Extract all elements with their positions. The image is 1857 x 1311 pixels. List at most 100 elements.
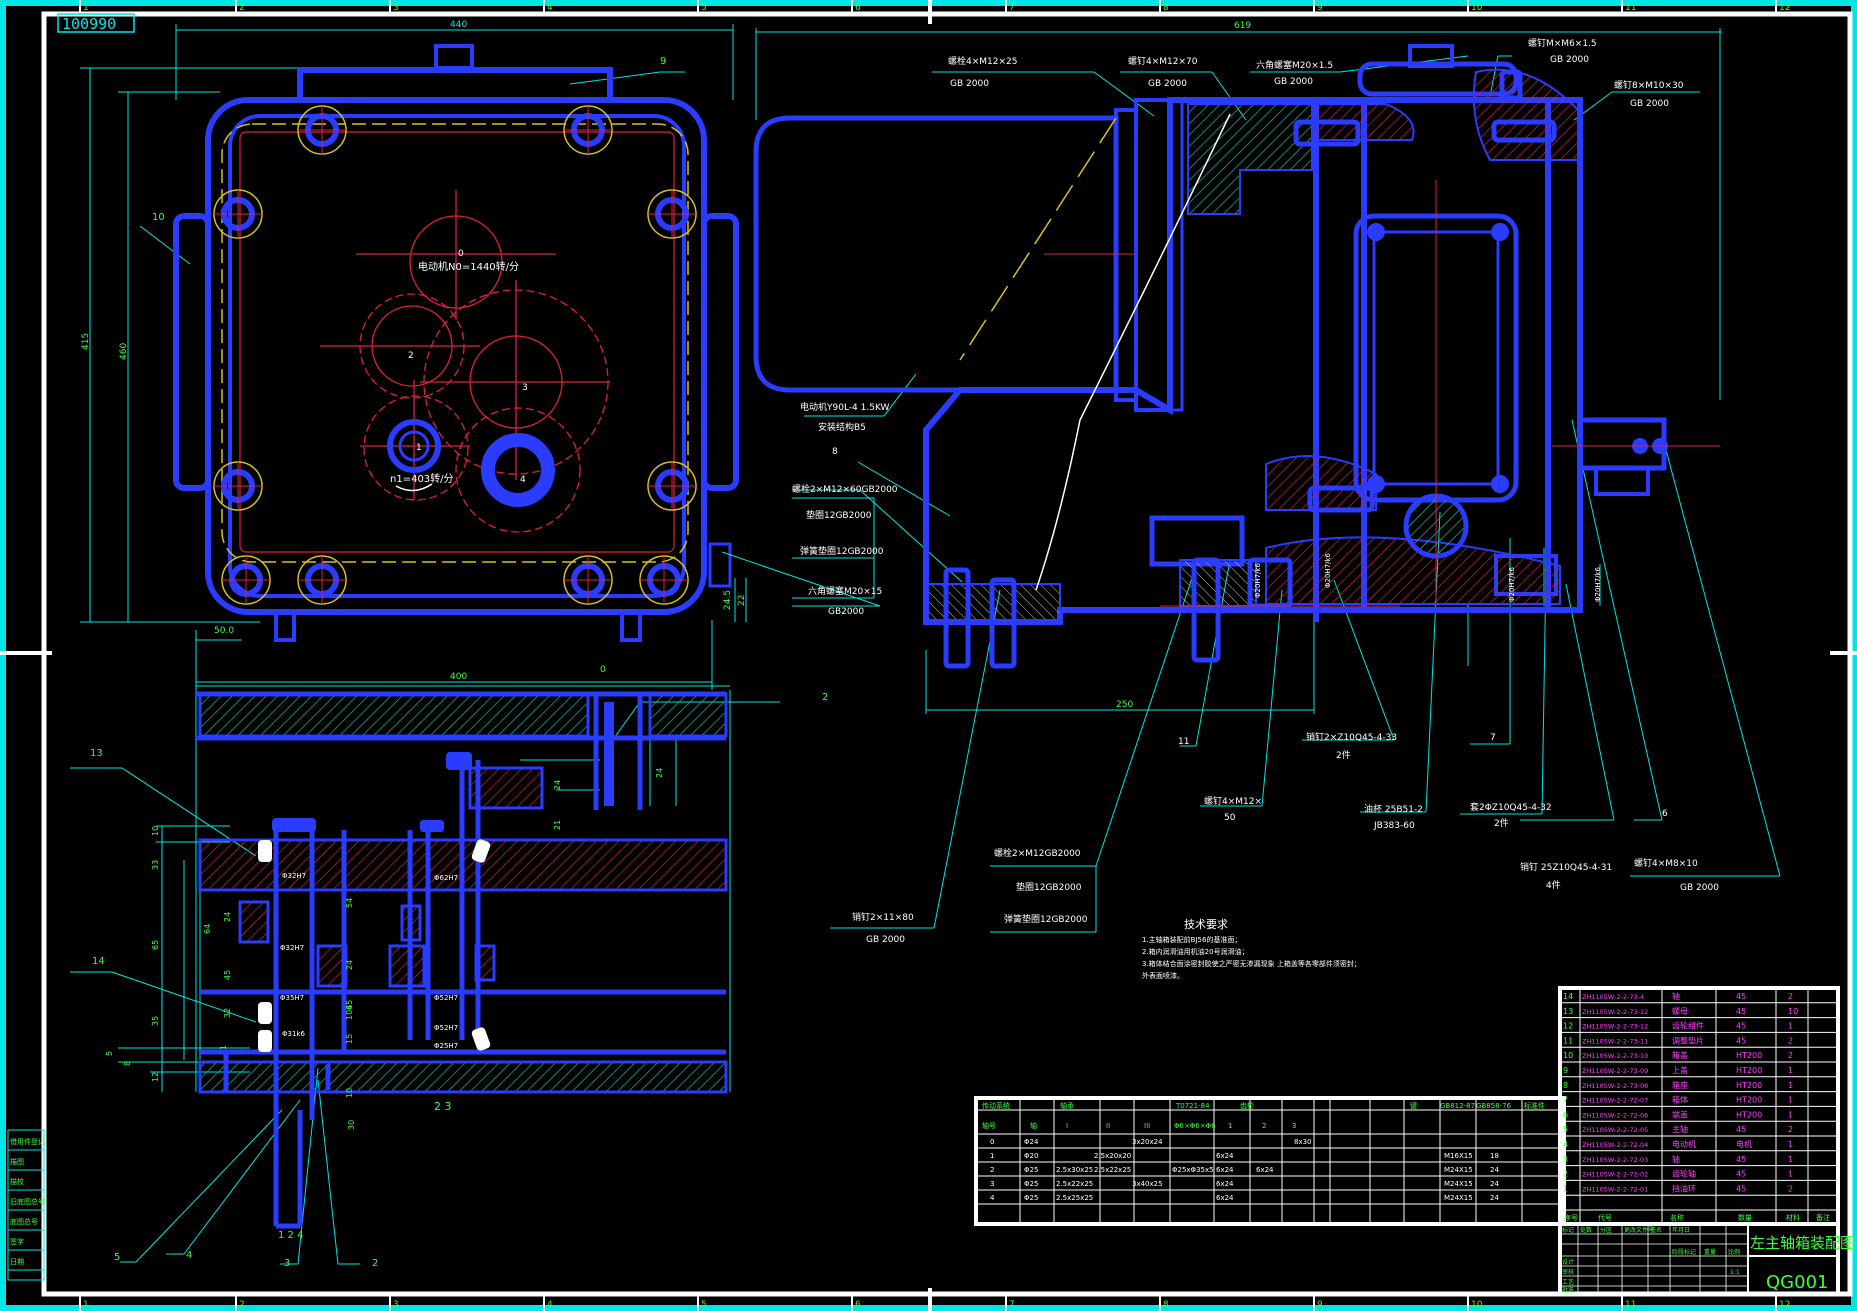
side-callout: 销钉2×11×80 [852,911,914,923]
section-inner-dim: 24 [345,960,354,970]
spec-cell: M24X15 [1444,1194,1473,1202]
parts-footer: 备注 [1816,1213,1830,1222]
zone-number-top: 9 [1317,3,1323,13]
title-cell: 1:1 [1730,1269,1740,1276]
side-callout: 六角螺塞M20×15 [808,585,882,597]
part-qty: 2 [1788,1036,1793,1045]
part-code: ZH1105W-2-2-73-10 [1582,1052,1648,1060]
title-cell: 重量 [1704,1248,1716,1256]
part-qty: 10 [1788,1007,1798,1016]
side-callout: 螺钉M×M6×1.5 [1528,38,1597,49]
part-name: 箱体 [1672,1095,1688,1105]
spec-cell: 6x24 [1216,1180,1234,1188]
dim-250: 250 [1116,700,1133,710]
part-name: 轴 [1672,1154,1680,1164]
dim-460: 460 [119,343,129,360]
zone-number-bottom: 5 [701,1300,707,1310]
spec-head2: 1 [1228,1122,1232,1130]
section-dim: 65 [151,940,160,950]
part-qty: 1 [1788,1140,1793,1149]
spec-head2: Φ6×Φ6×Φ6 [1174,1122,1216,1130]
part-no: 2 [1563,1170,1568,1179]
side-callout: 垫圈12GB2000 [1016,881,1082,893]
part-no: 6 [1563,1110,1568,1119]
tech-line: 2.箱内润滑油用机油20号润滑油； [1142,947,1249,956]
side-margin-label: 借用件登记 [10,1137,45,1146]
sec-bottom-numbers: 2 3 [434,1100,452,1113]
side-callout: 50 [1224,813,1236,823]
part-code: ZH1105W-2-2-73-11 [1582,1037,1648,1045]
part-material: HT200 [1736,1066,1762,1075]
zone-number-bottom: 9 [1317,1300,1323,1310]
fit-label: Φ25H7 [434,1042,458,1050]
spec-cell: 24 [1490,1166,1499,1174]
sec-callout-2: 2 [822,692,828,703]
spec-head: GB858-76 [1476,1102,1512,1110]
side-callout: 螺钉4×M12×70 [1128,56,1198,67]
zone-number-top: 2 [239,3,245,13]
part-name: 箱盖 [1672,1050,1688,1060]
part-code: ZH1105W-2-2-72-03 [1582,1156,1648,1164]
zone-number-bottom: 2 [239,1300,245,1310]
part-no: 11 [1563,1036,1573,1045]
part-material: HT200 [1736,1096,1762,1105]
part-qty: 1 [1788,1170,1793,1179]
spec-cell: M24X15 [1444,1166,1473,1174]
part-code: ZH1105W-2-2-73-12 [1582,1008,1648,1016]
part-no: 8 [1563,1081,1568,1090]
side-callout: 螺钉4×M12× [1204,796,1262,807]
part-code: ZH1105W-2-2-72-01 [1582,1185,1648,1193]
section-dim: 32 [223,1008,232,1018]
title-cell: 比例 [1728,1248,1740,1256]
side-fit: Φ20H7/k6 [1254,562,1262,598]
spec-cell: 24 [1490,1180,1499,1188]
title-cell: 审核 [1562,1268,1574,1276]
side-callout: GB2000 [828,607,864,617]
part-material: 电机 [1736,1139,1752,1149]
part-code: ZH1105W-2-2-72-06 [1582,1111,1648,1119]
side-callout: 2件 [1336,749,1351,761]
fit-label: Φ52H7 [434,1024,458,1032]
section-inner-dim: 24 [655,768,664,778]
part-material: HT200 [1736,1110,1762,1119]
spec-cell: Φ25xΦ35x5 [1172,1166,1214,1174]
tech-line: 外表面喷漆。 [1142,971,1184,980]
side-callout: 安装结构B5 [818,421,866,433]
section-inner-dim: 21 [553,820,562,830]
side-margin-label: 日期 [10,1258,24,1266]
section-dim: 45 [223,970,232,980]
spec-cell: Φ20 [1024,1152,1038,1160]
dim-400: 400 [450,672,467,682]
part-no: 13 [1563,1007,1573,1016]
section-dim: 12 [151,1072,160,1082]
dim-24-5: 24.5 [723,590,733,610]
side-margin-label: 描图 [10,1157,24,1166]
dim-zero: 0 [600,665,606,675]
spec-cell: Φ24 [1024,1138,1039,1146]
zone-number-bottom: 6 [855,1300,861,1310]
part-qty: 1 [1788,1081,1793,1090]
technical-requirements: 技术要求 1.主轴箱装配前BJ56的基准面；2.箱内润滑油用机油20号润滑油；3… [1142,918,1361,980]
part-code: ZH1105W-2-2-73-09 [1582,1067,1648,1075]
section-inner-dim: 15 [345,1034,354,1044]
spec-cell: 2 [990,1166,994,1174]
section-inner-dim: 45 [345,1000,354,1010]
section-inner-dim: 54 [345,898,354,908]
sec-callout-14: 14 [92,956,105,967]
part-qty: 1 [1788,1155,1793,1164]
fit-label: Φ32H7 [282,872,306,880]
zone-number-bottom: 4 [547,1300,553,1310]
part-no: 5 [1563,1125,1568,1134]
zone-number-top: 10 [1471,3,1483,13]
spec-cell: 3x20x24 [1132,1138,1163,1146]
fit-label: Φ35H7 [280,994,304,1002]
spec-head: 传动系统 [982,1101,1010,1110]
section-inner-dim: 30 [347,1120,356,1130]
motor-speed-label: 电动机N0=1440转/分 [418,260,519,273]
side-callout: GB 2000 [950,79,989,89]
section-dim: 33 [151,860,160,870]
